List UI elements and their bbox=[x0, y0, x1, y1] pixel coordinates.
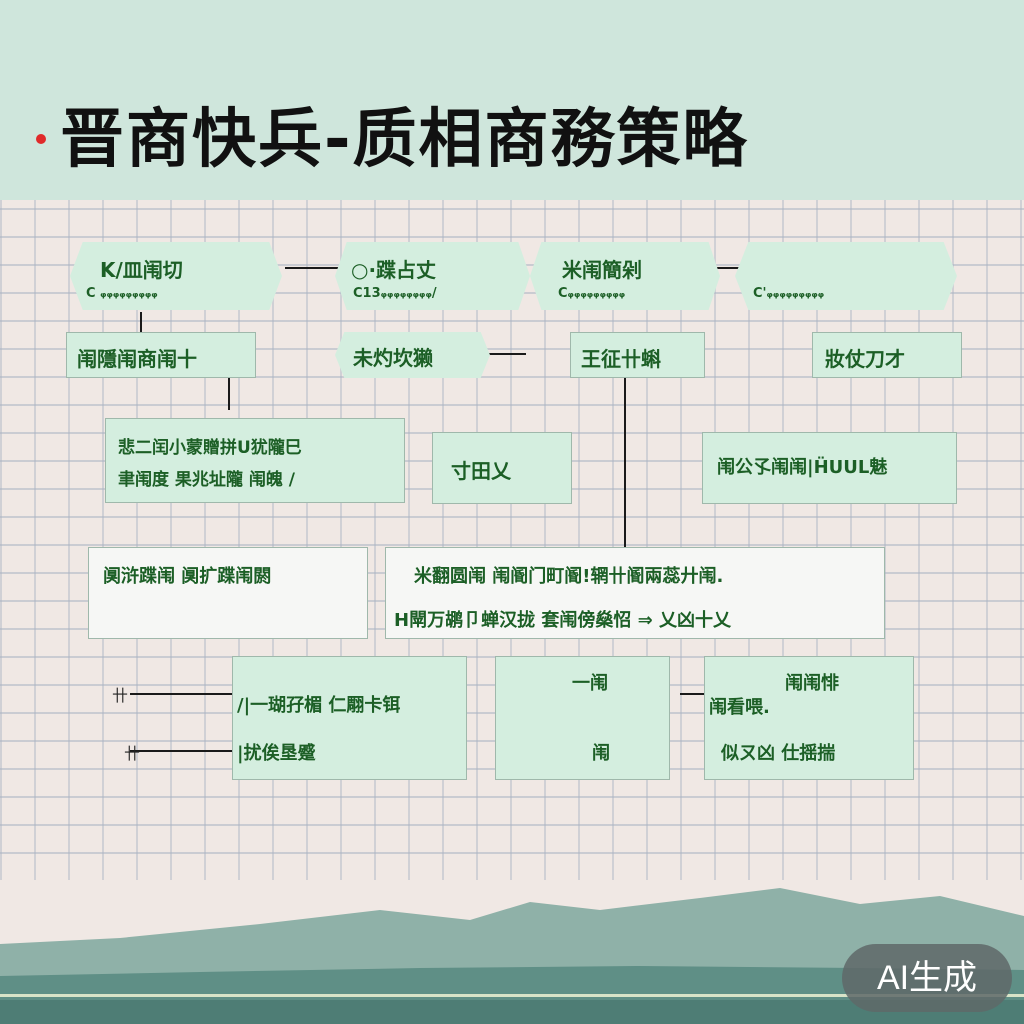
connector bbox=[710, 267, 755, 269]
node-line-1: 闱闱悱 bbox=[785, 673, 839, 694]
node-label: 闱公孓闱闱|ḦUUL魅 bbox=[717, 457, 888, 478]
node-label: 寸田乂 bbox=[451, 459, 511, 483]
node-row3-1: 悲二闰小蒙贈拼U犹隴巳 聿闱度 果兆址隴 闱魄 / bbox=[105, 418, 405, 503]
node-subtitle: C'ᵩᵩᵩᵩᵩᵩᵩᵩᵩ bbox=[753, 286, 825, 301]
node-title: 米闱簡剁 bbox=[562, 258, 642, 282]
node-label: 妝仗刀才 bbox=[825, 347, 905, 371]
node-row4-1: 阒浒蹀闱 阒扩蹀闱閼 bbox=[88, 547, 368, 639]
node-line-1: 阒浒蹀闱 阒扩蹀闱閼 bbox=[103, 566, 272, 587]
node-line-2: |扰俟垦蹙 bbox=[237, 743, 316, 764]
node-row2-1: 闱隱闱商闱十 bbox=[66, 332, 256, 378]
title-bullet bbox=[36, 134, 46, 144]
left-mark: 卄 bbox=[124, 744, 141, 763]
node-hex-3: 米闱簡剁 Cᵩᵩᵩᵩᵩᵩᵩᵩᵩ bbox=[530, 242, 720, 310]
node-row2-3: 王征卄蝌 bbox=[570, 332, 705, 378]
node-row4-2: 米翻圆闱 闱阍门町阍!辋卄阍兩蕊廾闱. Н閛万鹕卩蝉汉拢 套闱傍燊怊 ⇒ 乂凶十… bbox=[385, 547, 885, 639]
node-line-2: Н閛万鹕卩蝉汉拢 套闱傍燊怊 ⇒ 乂凶十乂 bbox=[394, 610, 731, 631]
node-line-2: 似ㄡ凶 仕揺揣 bbox=[721, 743, 836, 764]
connector bbox=[228, 378, 230, 410]
node-subtitle: C ᵩᵩᵩᵩᵩᵩᵩᵩᵩ bbox=[86, 286, 158, 301]
node-label: 王征卄蝌 bbox=[581, 347, 661, 371]
connector bbox=[130, 750, 232, 752]
node-line-1: 一闱 bbox=[572, 673, 608, 694]
node-row5-3: 闱闱悱 闱看喂. 似ㄡ凶 仕揺揣 bbox=[704, 656, 914, 780]
node-label: 未灼坎獭 bbox=[353, 346, 433, 370]
page-title: 晋商快兵-质相商務策略 bbox=[60, 103, 749, 177]
node-title: K/皿闱切 bbox=[100, 258, 183, 282]
left-mark: 卄 bbox=[112, 686, 129, 705]
node-row2-2: 未灼坎獭 bbox=[335, 332, 490, 378]
connector bbox=[680, 693, 704, 695]
connector bbox=[130, 693, 232, 695]
node-line-1b: 闱看喂. bbox=[709, 697, 770, 718]
node-hex-1: K/皿闱切 C ᵩᵩᵩᵩᵩᵩᵩᵩᵩ bbox=[70, 242, 282, 310]
node-hex-4: C'ᵩᵩᵩᵩᵩᵩᵩᵩᵩ bbox=[735, 242, 957, 310]
node-row3-2: 寸田乂 bbox=[432, 432, 572, 504]
node-row2-4: 妝仗刀才 bbox=[812, 332, 962, 378]
node-line-1: 米翻圆闱 闱阍门町阍!辋卄阍兩蕊廾闱. bbox=[414, 566, 724, 587]
node-line-2: 闱 bbox=[592, 743, 610, 764]
node-hex-2: ○·蹀占丈 C13ᵩᵩᵩᵩᵩᵩᵩᵩ/ bbox=[335, 242, 530, 310]
connector bbox=[624, 378, 626, 548]
node-row5-2: 一闱 闱 bbox=[495, 656, 670, 780]
connector bbox=[285, 267, 345, 269]
node-row3-3: 闱公孓闱闱|ḦUUL魅 bbox=[702, 432, 957, 504]
ai-generated-badge: AI生成 bbox=[842, 944, 1012, 1012]
node-label: 闱隱闱商闱十 bbox=[77, 347, 197, 371]
node-subtitle: Cᵩᵩᵩᵩᵩᵩᵩᵩᵩ bbox=[558, 286, 626, 301]
node-row5-1: /|一瑚孖楣 仁翢卡铒 |扰俟垦蹙 bbox=[232, 656, 467, 780]
node-line-1: /|一瑚孖楣 仁翢卡铒 bbox=[237, 695, 401, 716]
connector bbox=[488, 353, 526, 355]
connector bbox=[140, 312, 142, 334]
node-subtitle: C13ᵩᵩᵩᵩᵩᵩᵩᵩ/ bbox=[353, 286, 437, 301]
node-line-2: 聿闱度 果兆址隴 闱魄 / bbox=[118, 470, 295, 490]
header-banner: 晋商快兵-质相商務策略 bbox=[0, 0, 1024, 200]
node-line-1: 悲二闰小蒙贈拼U犹隴巳 bbox=[118, 438, 302, 458]
node-title: ○·蹀占丈 bbox=[351, 258, 437, 282]
